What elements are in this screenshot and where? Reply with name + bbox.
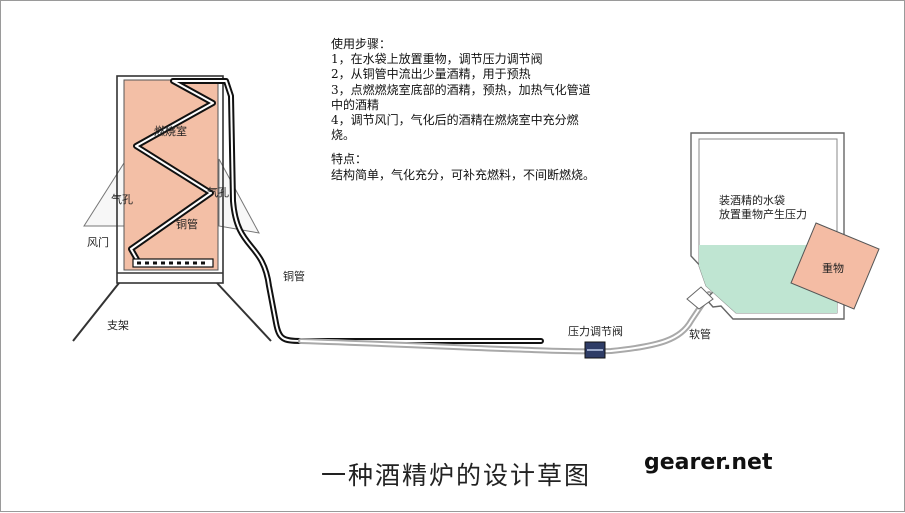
- copper-coil: [128, 78, 544, 344]
- label-weight: 重物: [822, 262, 844, 275]
- label-copper-inner: 铜管: [176, 218, 198, 231]
- step-3-cont: 中的酒精: [331, 97, 380, 112]
- label-pressure-valve: 压力调节阀: [568, 325, 623, 338]
- step-4-cont: 烧。: [331, 128, 356, 143]
- instructions-heading: 使用步骤：: [331, 37, 392, 51]
- features-heading: 特点：: [331, 152, 368, 167]
- brand-watermark: gearer.net: [644, 450, 773, 475]
- diagram-title: 一种酒精炉的设计草图: [321, 461, 592, 490]
- features-text: 结构简单，气化充分，可补充燃料，不间断燃烧。: [331, 167, 596, 182]
- label-bag-line1: 装酒精的水袋: [719, 194, 785, 207]
- step-3: 3，点燃燃烧室底部的酒精，预热，加热气化管道: [331, 82, 591, 97]
- stand-legs: [72, 282, 272, 342]
- label-hose: 软管: [689, 328, 711, 341]
- label-air-hole-left: 气孔: [111, 193, 133, 206]
- label-air-hole-right: 气孔: [207, 186, 229, 199]
- label-combustion-chamber: 燃烧室: [154, 125, 187, 138]
- weight-block: [790, 222, 880, 310]
- label-bag-line2: 放置重物产生压力: [719, 208, 807, 221]
- label-damper: 风门: [87, 236, 109, 249]
- label-copper-pipe: 铜管: [283, 270, 305, 283]
- instructions-block: 使用步骤： 1，在水袋上放置重物，调节压力调节阀 2，从铜管中流出少量酒精，用于…: [331, 37, 661, 183]
- step-2: 2，从铜管中流出少量酒精，用于预热: [331, 67, 531, 82]
- burner-frame: [116, 75, 224, 284]
- label-stand: 支架: [107, 319, 129, 332]
- step-4: 4，调节风门，气化后的酒精在燃烧室中充分燃: [331, 113, 579, 128]
- step-1: 1，在水袋上放置重物，调节压力调节阀: [331, 52, 543, 67]
